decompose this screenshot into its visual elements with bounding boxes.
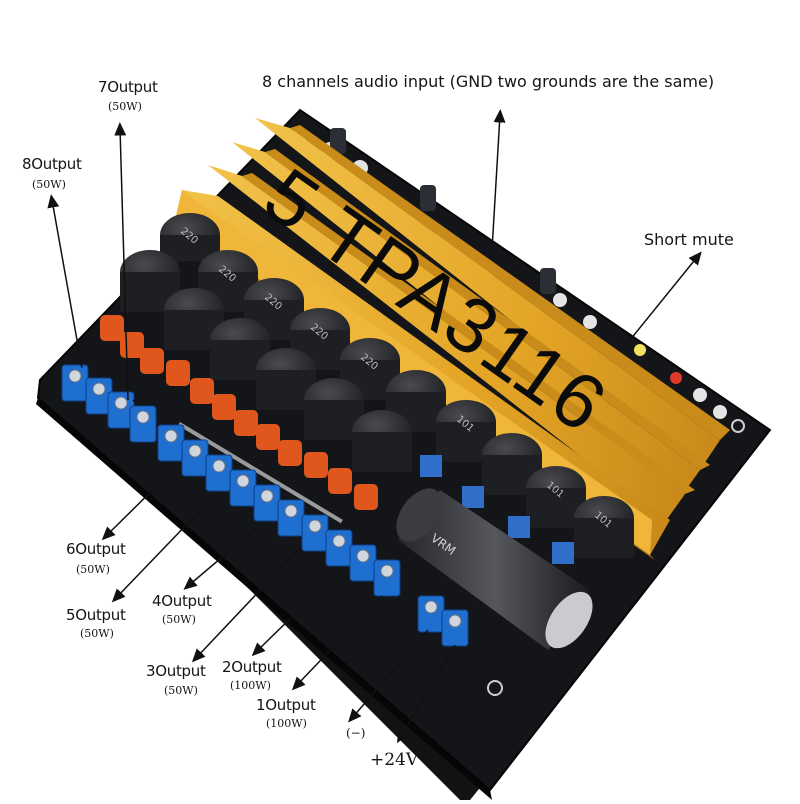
output-2-label: 2Output xyxy=(222,658,282,676)
annotation-arrows xyxy=(47,109,702,744)
output-6-power: (50W) xyxy=(76,563,110,576)
output-1-label: 1Output xyxy=(256,696,316,714)
output-7-label: 7Output xyxy=(98,78,158,96)
output-3-power: (50W) xyxy=(164,684,198,697)
output-5-label: 5Output xyxy=(66,606,126,624)
inductors xyxy=(120,213,634,558)
output-6-label: 6Output xyxy=(66,540,126,558)
film-capacitors xyxy=(100,315,378,510)
output-1-power: (100W) xyxy=(266,717,307,730)
output-8-power: (50W) xyxy=(32,178,66,191)
box-capacitors xyxy=(420,455,574,564)
output-3-label: 3Output xyxy=(146,662,206,680)
power-negative-label: (−) xyxy=(346,726,366,740)
screw-terminals xyxy=(61,364,469,647)
output-5-power: (50W) xyxy=(80,627,114,640)
output-2-power: (100W) xyxy=(230,679,271,692)
output-4-label: 4Output xyxy=(152,592,212,610)
power-positive-label: +24V xyxy=(370,750,419,770)
electrolytic-capacitor: VRM xyxy=(396,488,593,650)
output-7-power: (50W) xyxy=(108,100,142,113)
output-4-power: (50W) xyxy=(162,613,196,626)
mute-label: Short mute xyxy=(644,230,734,249)
input-label: 8 channels audio input (GND two grounds … xyxy=(262,72,715,91)
output-8-label: 8Output xyxy=(22,155,82,173)
